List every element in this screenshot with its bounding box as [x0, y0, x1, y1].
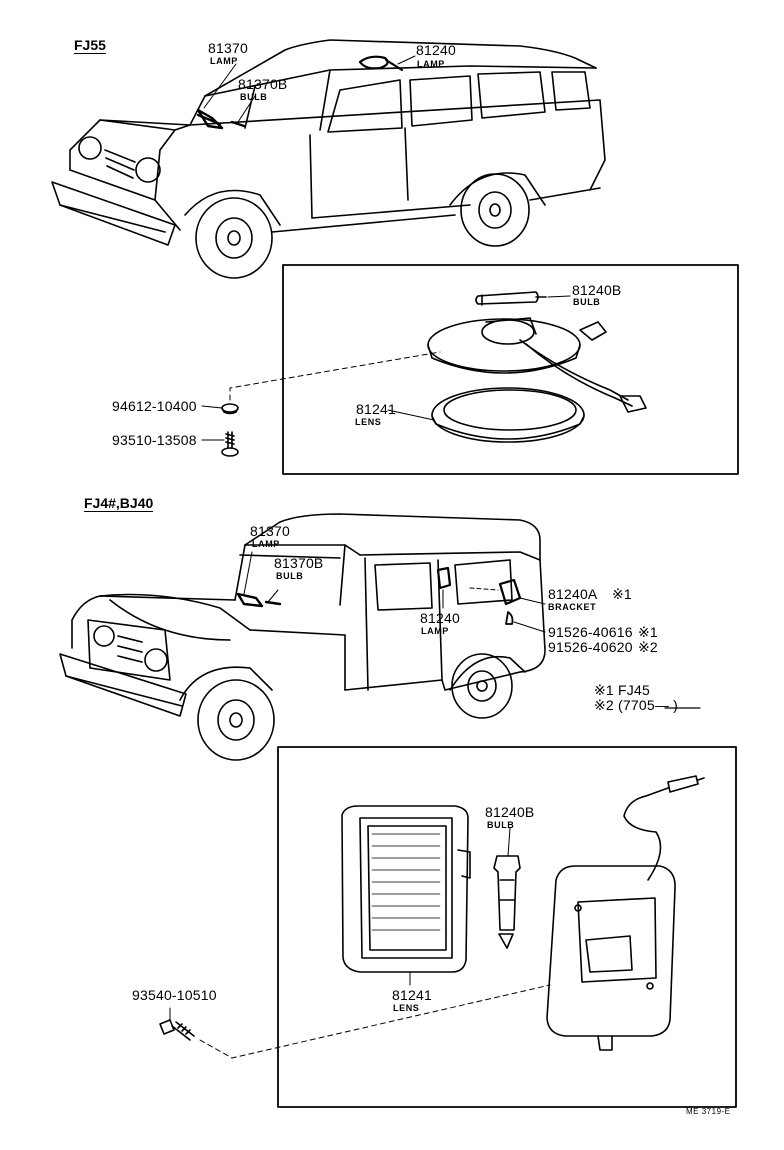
part-caption-bracket: BRACKET — [548, 602, 597, 612]
section-title-fj55: FJ55 — [74, 37, 106, 54]
note-fj45: ※1 FJ45 — [594, 682, 650, 698]
fj55-leader-lines — [203, 55, 416, 123]
part-caption-lamp-side: LAMP — [421, 626, 449, 636]
part-number-81240b-top: 81240B — [572, 282, 622, 298]
part-number-81241-bottom: 81241 — [392, 987, 432, 1003]
part-caption-lens-top: LENS — [355, 417, 382, 427]
part-number-94612-10400: 94612-10400 — [112, 398, 197, 414]
fj40-cargo-lamp-illustration — [159, 775, 705, 1051]
part-number-91526-40620: 91526-40620 — [548, 639, 633, 655]
part-caption-lens-bottom: LENS — [393, 1003, 420, 1013]
part-number-91526-40616: 91526-40616 — [548, 624, 633, 640]
part-number-81241-top: 81241 — [356, 401, 396, 417]
part-caption-bulb-dome: BULB — [573, 297, 601, 307]
part-mark-81240a: ※1 — [612, 586, 632, 602]
part-caption-bulb-box: BULB — [487, 820, 515, 830]
fj55-vehicle-illustration — [51, 39, 606, 279]
part-number-81240-top: 81240 — [416, 42, 456, 58]
part-number-81370-top: 81370 — [208, 40, 248, 56]
part-number-81370-bottom: 81370 — [250, 523, 290, 539]
part-number-81240b-bottom: 81240B — [485, 804, 535, 820]
note-7705: ※2 (7705— ) — [594, 697, 678, 713]
fj55-detail-leaders — [201, 295, 571, 441]
part-number-81370b-bottom: 81370B — [274, 555, 324, 571]
fj40-detail-leaders — [169, 827, 551, 1059]
part-number-81240a: 81240A — [548, 586, 598, 602]
fj55-dome-lamp-illustration — [221, 291, 647, 457]
fj40-detail-frame — [277, 746, 737, 1108]
part-number-93540-10510: 93540-10510 — [132, 987, 217, 1003]
part-caption-lamp-bottom: LAMP — [252, 539, 280, 549]
diagram-reference-code: ME 3719-E — [686, 1107, 731, 1116]
fj55-detail-frame — [282, 264, 739, 475]
part-caption-lamp-top: LAMP — [210, 56, 238, 66]
part-caption-bulb-bottom: BULB — [276, 571, 304, 581]
part-number-93510-13508: 93510-13508 — [112, 432, 197, 448]
section-title-fj4x-bj40: FJ4#,BJ40 — [84, 495, 154, 512]
part-caption-bulb-top: BULB — [240, 92, 268, 102]
fj40-leader-lines — [243, 551, 546, 633]
part-mark-91526-40620: ※2 — [638, 639, 658, 655]
part-mark-91526-40616: ※1 — [638, 624, 658, 640]
part-caption-lamp-roof: LAMP — [417, 59, 445, 69]
part-number-81370b-top: 81370B — [238, 76, 288, 92]
part-number-81240-bottom: 81240 — [420, 610, 460, 626]
fj40-vehicle-illustration — [59, 513, 546, 761]
